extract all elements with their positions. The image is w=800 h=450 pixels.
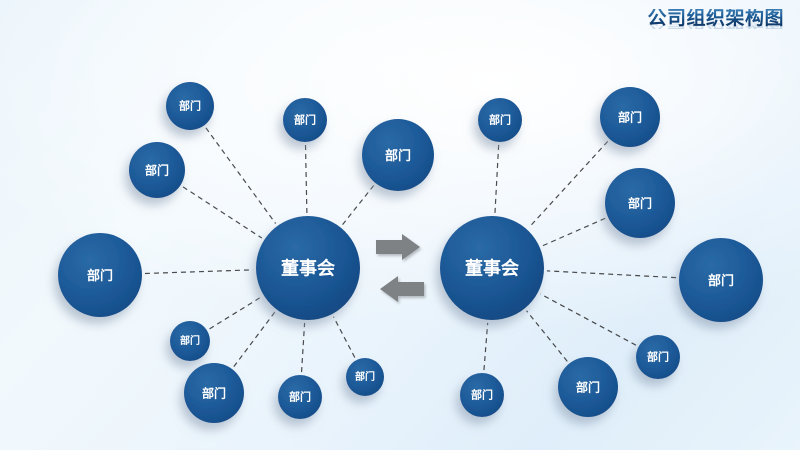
department-circle[interactable] (605, 168, 675, 238)
department-circle[interactable] (166, 82, 214, 130)
department-label: 部门 (355, 370, 375, 383)
connector-line (528, 140, 609, 228)
connector-line (182, 186, 263, 239)
department-node[interactable]: 部门 (283, 98, 327, 142)
department-circle[interactable] (58, 233, 142, 317)
department-circle[interactable] (679, 238, 763, 322)
connector-layer (144, 127, 677, 373)
department-node[interactable]: 部门 (636, 335, 680, 379)
department-node[interactable]: 部门 (478, 98, 522, 142)
department-node[interactable]: 部门 (600, 87, 660, 147)
board-hub-circle[interactable] (256, 216, 360, 320)
department-circle[interactable] (129, 142, 185, 198)
connector-line (300, 322, 306, 373)
department-circle[interactable] (170, 321, 210, 361)
node-layer: 部门部门部门部门部门部门部门部门部门部门部门部门部门部门部门部门董事会董事会 (58, 82, 763, 423)
connector-line (209, 296, 262, 330)
department-label: 部门 (179, 99, 201, 113)
department-label: 部门 (145, 163, 169, 178)
department-node[interactable]: 部门 (170, 321, 210, 361)
department-node[interactable]: 部门 (679, 238, 763, 322)
department-circle[interactable] (278, 375, 322, 419)
connector-line (332, 316, 356, 358)
page-title: 公司组织架构图 公司组织架构图 (647, 9, 784, 48)
board-hub-circle[interactable] (440, 216, 544, 320)
department-label: 部门 (289, 390, 311, 404)
department-node[interactable]: 部门 (558, 357, 618, 417)
department-node[interactable]: 部门 (605, 168, 675, 238)
connector-line (494, 144, 500, 214)
department-circle[interactable] (283, 98, 327, 142)
department-node[interactable]: 部门 (460, 373, 504, 417)
board-hub-node[interactable]: 董事会 (256, 216, 360, 320)
connector-line (540, 293, 637, 346)
department-node[interactable]: 部门 (278, 375, 322, 419)
department-label: 部门 (180, 334, 200, 347)
board-hub-label: 董事会 (281, 258, 335, 279)
department-circle[interactable] (600, 87, 660, 147)
department-circle[interactable] (558, 357, 618, 417)
department-label: 部门 (628, 196, 652, 211)
department-node[interactable]: 部门 (362, 119, 434, 191)
arrow-right-icon (376, 234, 420, 260)
department-node[interactable]: 部门 (184, 363, 244, 423)
connector-line (341, 185, 375, 226)
department-label: 部门 (202, 386, 226, 401)
connector-line (233, 311, 276, 367)
page-title-text: 公司组织架构图 (647, 8, 784, 29)
department-circle[interactable] (362, 119, 434, 191)
department-circle[interactable] (478, 98, 522, 142)
department-circle[interactable] (346, 358, 384, 396)
department-label: 部门 (489, 113, 511, 127)
connector-line (526, 310, 568, 362)
department-node[interactable]: 部门 (166, 82, 214, 130)
department-label: 部门 (471, 388, 493, 402)
department-label: 部门 (708, 273, 734, 288)
department-label: 部门 (385, 148, 411, 163)
department-circle[interactable] (460, 373, 504, 417)
department-label: 部门 (576, 380, 600, 395)
department-circle[interactable] (636, 335, 680, 379)
board-hub-node[interactable]: 董事会 (440, 216, 544, 320)
board-hub-label: 董事会 (465, 258, 519, 279)
arrow-left-icon (380, 276, 424, 302)
connector-line (546, 270, 677, 279)
connector-line (144, 269, 254, 275)
department-node[interactable]: 部门 (129, 142, 185, 198)
department-circle[interactable] (184, 363, 244, 423)
connector-line (304, 144, 308, 214)
connector-line (483, 322, 489, 371)
department-label: 部门 (618, 110, 642, 125)
department-label: 部门 (647, 350, 669, 364)
department-node[interactable]: 部门 (58, 233, 142, 317)
connector-line (205, 127, 277, 224)
department-label: 部门 (87, 268, 113, 283)
connector-line (542, 217, 606, 247)
department-node[interactable]: 部门 (346, 358, 384, 396)
department-label: 部门 (294, 113, 316, 127)
